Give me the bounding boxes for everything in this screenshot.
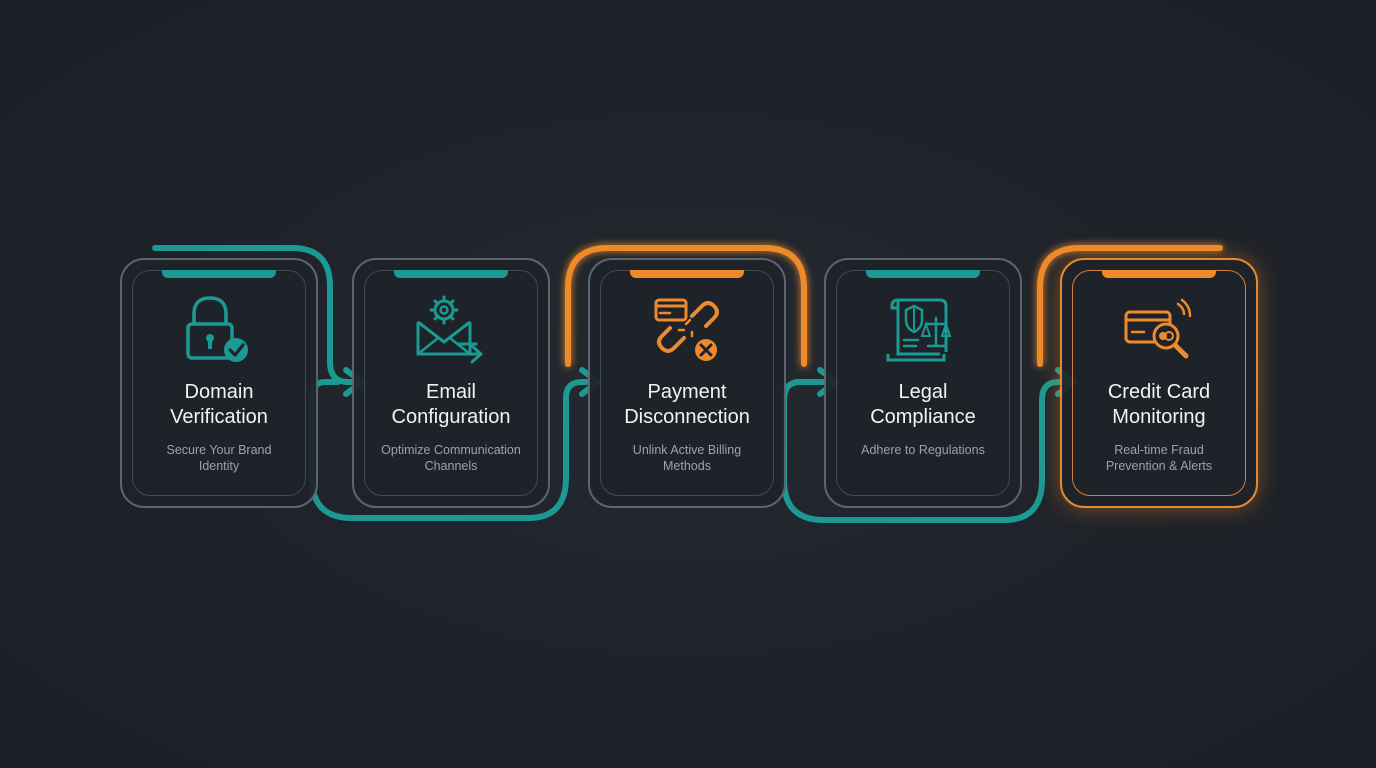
card-tab <box>394 270 508 278</box>
card-tab <box>866 270 980 278</box>
card-title: Legal Compliance <box>870 381 976 428</box>
card-title: Payment Disconnection <box>624 381 750 428</box>
card-subtitle: Secure Your Brand Identity <box>166 443 272 473</box>
padlock-check-icon <box>180 294 260 368</box>
broken-link-card-icon <box>648 294 728 368</box>
step-card-credit-card-monitoring[interactable]: Credit Card Monitoring Real-time Fraud P… <box>1060 258 1258 508</box>
step-card-legal-compliance[interactable]: Legal Compliance Adhere to Regulations <box>824 258 1022 508</box>
card-subtitle: Real-time Fraud Prevention & Alerts <box>1105 443 1213 473</box>
card-magnifier-icon <box>1120 294 1200 368</box>
step-card-payment-disconnection[interactable]: Payment Disconnection Unlink Active Bill… <box>588 258 786 508</box>
card-title: Email Configuration <box>391 381 511 428</box>
card-tab <box>162 270 276 278</box>
card-subtitle: Optimize Communication Channels <box>381 443 521 473</box>
legal-document-scales-icon <box>884 294 964 368</box>
step-card-email-configuration[interactable]: Email Configuration Optimize Communicati… <box>352 258 550 508</box>
card-tab <box>1102 270 1216 278</box>
card-tab <box>630 270 744 278</box>
step-card-domain-verification[interactable]: Domain Verification Secure Your Brand Id… <box>120 258 318 508</box>
envelope-gear-icon <box>412 294 492 368</box>
card-subtitle: Adhere to Regulations <box>861 443 985 457</box>
connector-arc-step5 <box>1037 245 1223 367</box>
card-title: Domain Verification <box>170 381 268 428</box>
card-title: Credit Card Monitoring <box>1107 381 1211 428</box>
connector-arc-step3 <box>565 245 807 367</box>
card-subtitle: Unlink Active Billing Methods <box>632 443 742 473</box>
